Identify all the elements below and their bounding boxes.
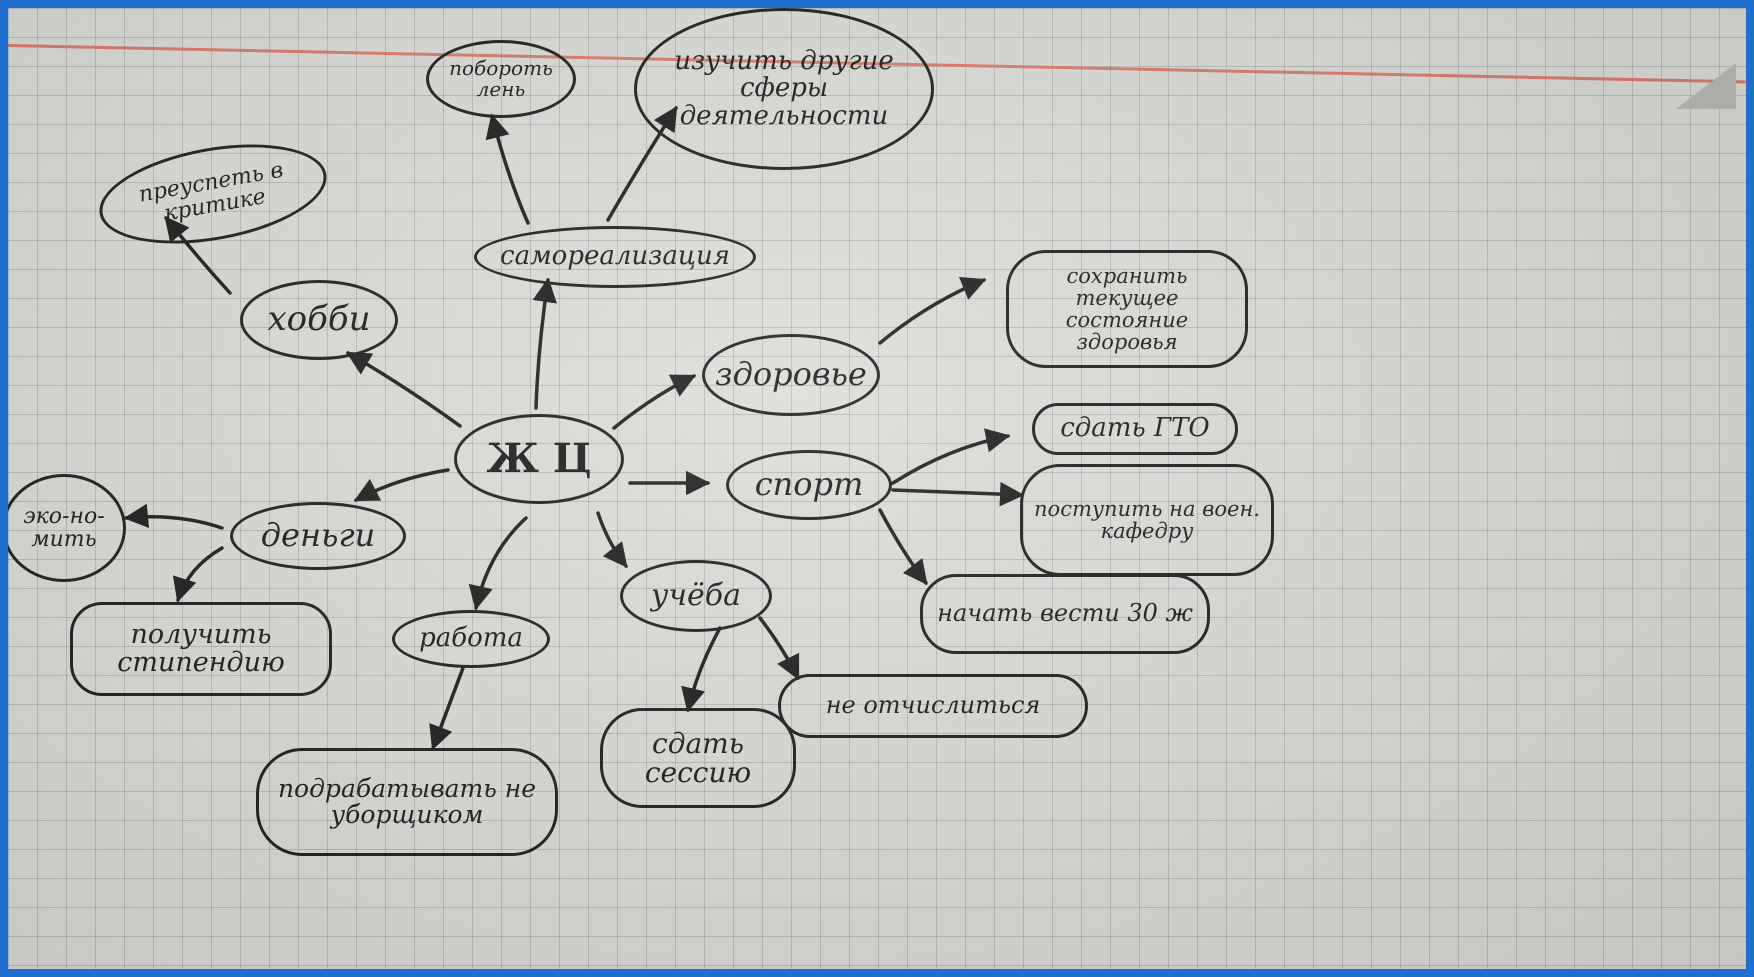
center-node-label: Ж Ц xyxy=(486,435,592,482)
node-nachat-label: начать вести 30 ж xyxy=(937,599,1193,628)
connector-layer xyxy=(123,105,1025,751)
node-ucheba-label: учёба xyxy=(650,578,741,614)
arrow-dengi-to-ekonomit xyxy=(123,503,224,530)
node-zdorovie-label: здоровье xyxy=(715,355,867,394)
node-sessiya: сдать сессию xyxy=(600,708,796,808)
arrow-center-to-samorealizatsiya xyxy=(532,277,557,410)
arrow-sport-to-gto xyxy=(891,428,1011,485)
node-nachat: начать вести 30 ж xyxy=(920,574,1210,654)
arrow-rabota-to-podrabatyvat xyxy=(429,666,465,751)
node-ne-otchislitsya: не отчислиться xyxy=(778,674,1088,738)
node-voen-label: поступить на воен. кафедру xyxy=(1034,496,1260,543)
node-izuchit: изучить другие сферы деятельности xyxy=(634,8,934,170)
node-dengi: деньги xyxy=(230,502,406,570)
arrow-center-to-rabota xyxy=(468,516,528,611)
node-samorealizatsiya: самореализация xyxy=(474,226,756,288)
node-podrabatyvat-label: подрабатывать не уборщиком xyxy=(277,773,537,829)
arrow-center-to-zdorovie xyxy=(612,374,697,430)
node-ekonomit: эко-но-мить xyxy=(8,474,126,582)
node-hobbi: хобби xyxy=(240,280,398,360)
node-gto: сдать ГТО xyxy=(1032,403,1238,455)
node-gto-label: сдать ГТО xyxy=(1060,413,1210,444)
node-voen: поступить на воен. кафедру xyxy=(1020,464,1274,576)
arrow-sport-to-voen xyxy=(891,481,1025,507)
arrow-ucheba-to-ne-otchislitsya xyxy=(758,616,800,681)
arrow-samorealizatsiya-to-poborot xyxy=(485,113,530,225)
arrow-hobbi-to-preuspet xyxy=(164,216,232,295)
arrow-center-to-ucheba xyxy=(596,511,628,568)
node-zdorovie: здоровье xyxy=(702,334,880,416)
page-fold xyxy=(1676,63,1736,109)
node-stipendiya-label: получить стипендию xyxy=(117,618,285,678)
node-sokhranit: сохранить текущее состояние здоровья xyxy=(1006,250,1248,368)
arrow-ucheba-to-sessiya xyxy=(681,626,722,713)
arrow-zdorovie-to-sokhranit xyxy=(878,277,987,345)
notebook-paper: Ж Ц самореализация побороть лень изучить… xyxy=(8,8,1746,969)
node-sport: спорт xyxy=(726,450,892,520)
node-sokhranit-label: сохранить текущее состояние здоровья xyxy=(1065,263,1189,355)
arrow-dengi-to-stipendiya xyxy=(172,546,224,603)
node-hobbi-label: хобби xyxy=(267,299,371,340)
node-sport-label: спорт xyxy=(754,465,864,504)
node-ekonomit-label: эко-но-мить xyxy=(23,503,105,552)
node-rabota: работа xyxy=(392,610,550,668)
node-samorealizatsiya-label: самореализация xyxy=(500,241,730,272)
node-poborot-len: побороть лень xyxy=(426,40,576,118)
node-izuchit-label: изучить другие сферы деятельности xyxy=(674,46,894,131)
arrow-sport-to-nachat xyxy=(878,508,928,585)
node-stipendiya: получить стипендию xyxy=(70,602,332,696)
node-rabota-label: работа xyxy=(419,623,523,654)
arrow-center-to-dengi xyxy=(353,468,450,502)
node-podrabatyvat: подрабатывать не уборщиком xyxy=(256,748,558,856)
node-dengi-label: деньги xyxy=(260,516,376,555)
mindmap-center-node: Ж Ц xyxy=(454,414,624,504)
arrow-center-to-hobbi xyxy=(345,351,462,428)
node-ucheba: учёба xyxy=(620,560,772,632)
node-poborot-len-label: побороть лень xyxy=(449,56,553,101)
node-ne-otchislitsya-label: не отчислиться xyxy=(825,691,1041,720)
node-sessiya-label: сдать сессию xyxy=(644,726,752,789)
